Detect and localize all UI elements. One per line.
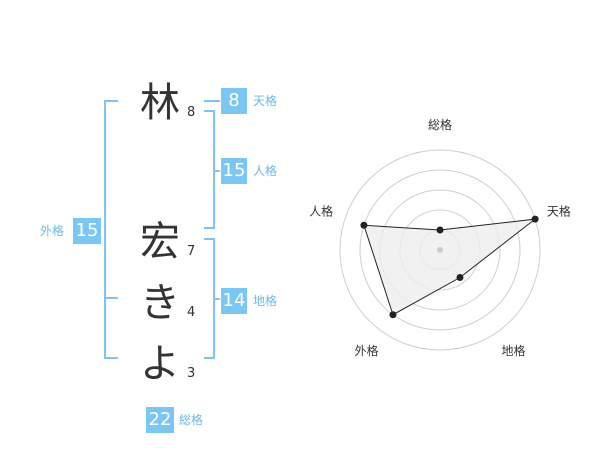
radar-center-dot — [437, 247, 443, 253]
gaikaku-bracket-vertical — [104, 100, 106, 359]
chikaku-bracket-bottom — [204, 357, 215, 359]
jinkaku-label: 人格 — [253, 164, 278, 178]
jinkaku-bracket-bottom — [204, 227, 215, 229]
chikaku-label: 地格 — [253, 294, 278, 308]
radar-point-4 — [389, 311, 397, 319]
radar-point-5 — [360, 221, 368, 229]
name-char-1: 林 — [140, 80, 180, 126]
gaikaku-bracket-top — [104, 100, 118, 102]
gaikaku-bracket-bottom — [104, 357, 118, 359]
gaikaku-bracket-middle — [104, 297, 118, 299]
radar-ring-4 — [359, 169, 521, 331]
radar-axis-label-1: 総格 — [428, 117, 452, 132]
radar-axis-label-2: 天格 — [547, 203, 571, 218]
jinkaku-value-badge: 15 — [221, 158, 247, 184]
gaikaku-value-badge: 15 — [73, 218, 101, 244]
jinkaku-bracket-vertical — [213, 110, 215, 229]
radar-axis-label-5: 人格 — [309, 203, 333, 218]
name-char-2: 宏 — [140, 219, 180, 265]
radar-data-area — [363, 218, 537, 316]
tenkaku-connector — [204, 100, 220, 102]
chikaku-connector — [213, 298, 220, 300]
stroke-count-2: 7 — [187, 244, 196, 259]
gaikaku-label: 外格 — [40, 224, 65, 238]
jinkaku-bracket-top — [204, 110, 215, 112]
radar-point-2 — [531, 215, 539, 223]
chikaku-bracket-top — [204, 238, 215, 240]
radar-axis-label-3: 地格 — [501, 343, 525, 358]
soukaku-label: 総格 — [179, 413, 204, 427]
tenkaku-label: 天格 — [253, 94, 278, 108]
soukaku-value-badge: 22 — [146, 407, 174, 433]
tenkaku-value-badge: 8 — [221, 88, 247, 114]
stroke-count-4: 3 — [187, 366, 196, 381]
name-char-4: よ — [140, 341, 180, 387]
radar-point-1 — [436, 226, 444, 234]
radar-ring-5 — [339, 149, 541, 351]
stroke-count-1: 8 — [187, 105, 196, 120]
name-char-3: き — [140, 280, 180, 326]
chikaku-value-badge: 14 — [221, 288, 247, 314]
radar-point-3 — [456, 274, 464, 282]
jinkaku-connector — [213, 170, 220, 172]
stroke-count-3: 4 — [187, 305, 196, 320]
radar-axis-label-4: 外格 — [355, 343, 379, 358]
